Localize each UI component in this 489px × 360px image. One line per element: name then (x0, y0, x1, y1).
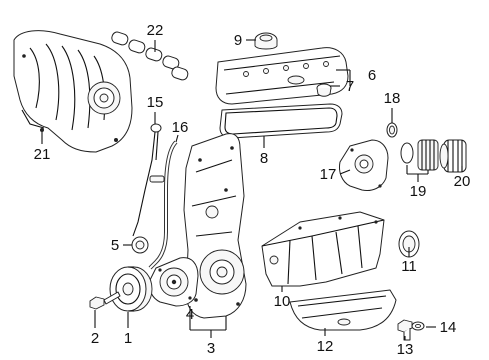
callout-22: 22 (147, 22, 164, 39)
callout-2: 2 (91, 330, 99, 347)
intake-manifold (13, 30, 133, 153)
leader-lines (41, 39, 463, 340)
callout-4: 4 (186, 306, 194, 323)
oil-filter-element (400, 139, 439, 171)
pulley-bolt (89, 291, 121, 310)
intake-gaskets (111, 31, 189, 81)
oil-filter-cap (439, 139, 467, 173)
housing-o-ring (386, 122, 398, 138)
callout-7: 7 (346, 78, 354, 95)
oil-dipstick (132, 123, 162, 237)
dipstick-tube (148, 140, 178, 270)
lower-oil-pan (289, 289, 397, 331)
callout-15: 15 (147, 94, 164, 111)
cover-grommet (316, 83, 332, 97)
callout-8: 8 (260, 150, 268, 167)
water-pump (149, 257, 199, 307)
drain-plug-washer (411, 321, 425, 331)
callout-labels: 1 2 3 4 5 6 7 8 9 10 11 12 13 14 15 16 1… (34, 22, 471, 358)
callout-1: 1 (124, 330, 132, 347)
upper-oil-pan (261, 211, 385, 287)
oil-filter-housing (339, 139, 389, 191)
callout-21: 21 (34, 146, 51, 163)
callout-13: 13 (397, 341, 414, 358)
callout-20: 20 (454, 173, 471, 190)
valve-cover-gasket (219, 103, 343, 139)
oil-filler-cap (254, 32, 278, 50)
callout-16: 16 (172, 119, 189, 136)
callout-19: 19 (410, 183, 427, 200)
callout-3: 3 (207, 340, 215, 357)
callout-9: 9 (234, 32, 242, 49)
front-seal (131, 236, 149, 254)
crankshaft-pulley (109, 266, 153, 312)
drain-plug (397, 319, 413, 341)
callout-10: 10 (274, 293, 291, 310)
callout-18: 18 (384, 90, 401, 107)
valve-cover (215, 47, 349, 105)
callout-14: 14 (440, 319, 457, 336)
callout-17: 17 (320, 166, 337, 183)
callout-12: 12 (317, 338, 334, 355)
callout-6: 6 (368, 67, 376, 84)
timing-cover (183, 133, 247, 319)
callout-11: 11 (401, 258, 417, 275)
callout-5: 5 (111, 237, 119, 254)
